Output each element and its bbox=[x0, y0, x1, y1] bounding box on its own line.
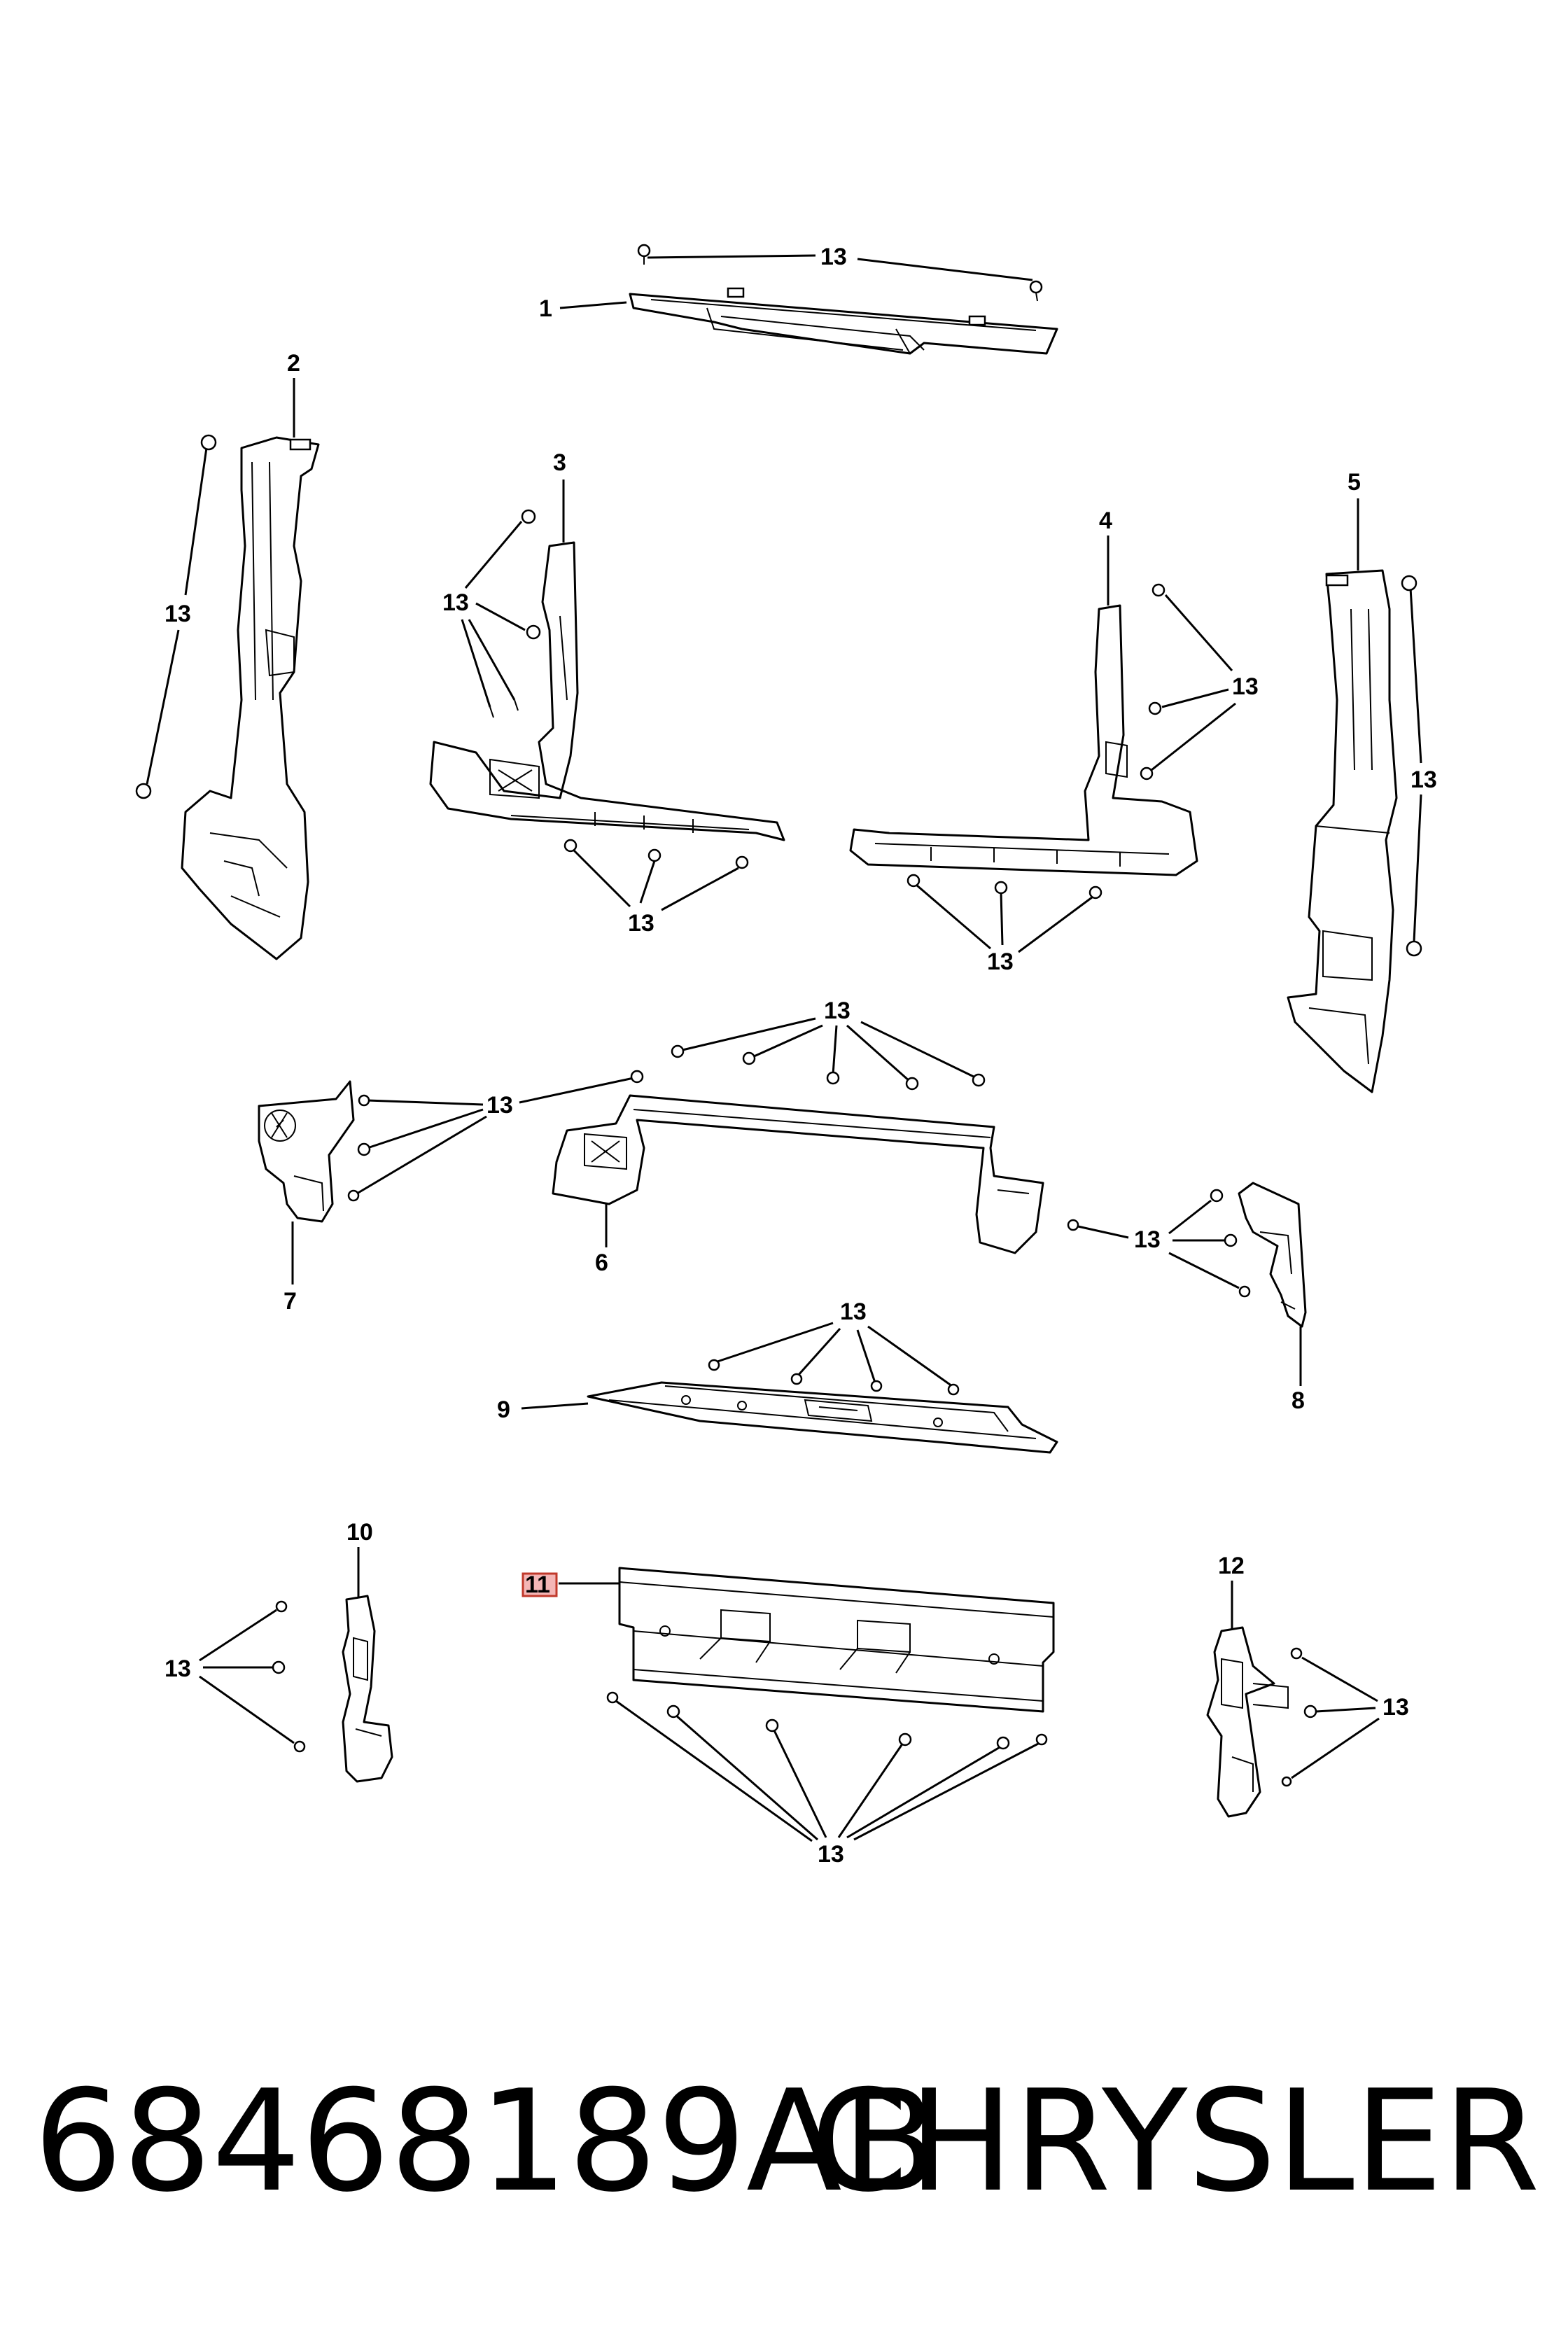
part-2-left-side-shield bbox=[181, 436, 320, 960]
part-3-left-air-guide bbox=[429, 541, 785, 841]
callout-13: 13 bbox=[824, 997, 850, 1024]
callout-13: 13 bbox=[818, 1841, 844, 1868]
callout-5: 5 bbox=[1348, 469, 1361, 496]
callout-4: 4 bbox=[1099, 507, 1112, 534]
callout-7: 7 bbox=[284, 1288, 297, 1315]
part-1-upper-crossmember bbox=[629, 287, 1058, 355]
callout-13: 13 bbox=[820, 244, 847, 270]
callout-2: 2 bbox=[287, 350, 300, 377]
callout-13: 13 bbox=[987, 948, 1014, 975]
callout-3: 3 bbox=[553, 449, 566, 476]
callout-9: 9 bbox=[497, 1396, 510, 1423]
callout-13: 13 bbox=[164, 1656, 191, 1682]
callout-12: 12 bbox=[1218, 1553, 1245, 1579]
callout-11: 11 bbox=[525, 1572, 550, 1598]
callout-13: 13 bbox=[486, 1092, 513, 1119]
part-5-right-side-shield bbox=[1287, 569, 1398, 1093]
callout-13: 13 bbox=[1410, 766, 1437, 793]
callout-13: 13 bbox=[1232, 673, 1259, 700]
callout-13: 13 bbox=[442, 589, 469, 616]
footer: 68468189AB CHRYSLER bbox=[28, 2051, 1540, 2233]
brand-name: CHRYSLER bbox=[810, 2060, 1540, 2223]
part-6-upper-support bbox=[552, 1094, 1044, 1254]
callout-13: 13 bbox=[840, 1298, 867, 1325]
callout-13: 13 bbox=[1382, 1694, 1409, 1721]
callout-13: 13 bbox=[628, 910, 654, 937]
part-8-right-bracket bbox=[1238, 1182, 1307, 1328]
callout-13: 13 bbox=[164, 601, 191, 627]
callout-1: 1 bbox=[539, 295, 552, 322]
part-9-air-dam bbox=[587, 1381, 1058, 1454]
part-12-right-lower-bracket bbox=[1206, 1626, 1289, 1818]
callout-11-highlight bbox=[522, 1572, 558, 1597]
part-11-lower-crossmember bbox=[618, 1567, 1055, 1713]
callout-8: 8 bbox=[1292, 1387, 1305, 1414]
callout-6: 6 bbox=[595, 1250, 608, 1276]
callout-13: 13 bbox=[1134, 1226, 1161, 1253]
callout-10: 10 bbox=[346, 1519, 373, 1546]
part-number: 68468189AB bbox=[34, 2060, 938, 2223]
part-10-left-lower-bracket bbox=[342, 1595, 393, 1783]
part-4-right-air-guide bbox=[849, 604, 1198, 876]
part-7-left-bracket bbox=[258, 1080, 355, 1223]
